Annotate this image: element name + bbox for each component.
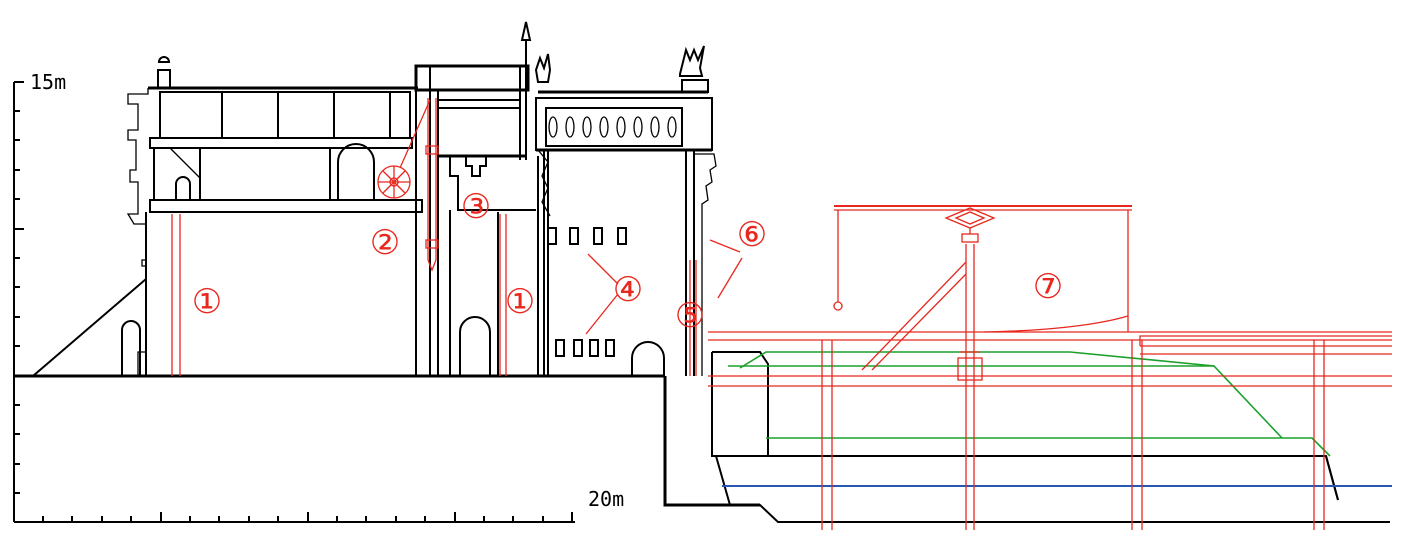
callout-label: ④ [613, 270, 643, 310]
callout-c2: ② [370, 223, 400, 263]
stage-machinery [171, 98, 1392, 530]
leader-line-4a [587, 253, 619, 285]
callout-c3: ③ [461, 187, 491, 227]
callout-label: ⑦ [1033, 267, 1063, 307]
callout-c1a: ① [192, 282, 222, 322]
balusters [548, 116, 677, 138]
right-pavilion-structure [534, 45, 717, 376]
callout-c7: ⑦ [1033, 267, 1063, 307]
winch-wheel [377, 99, 431, 199]
leader-line-4b [585, 293, 619, 335]
horizontal-scale-label: 20m [588, 487, 624, 511]
callout-c4: ④ [613, 270, 643, 310]
callout-label: ② [370, 223, 400, 263]
floating-stage-hull [711, 351, 1390, 523]
callout-label: ① [505, 282, 535, 322]
callout-c5: ⑤ [675, 296, 705, 336]
callout-c6: ⑥ [737, 215, 767, 255]
leader-line-6a [709, 239, 741, 253]
stage-platform-outline [728, 351, 1331, 457]
vertical-scale-label: 15m [30, 70, 66, 94]
vertical-scale-bar [13, 81, 24, 522]
horizontal-scale-bar [14, 512, 575, 523]
callout-label: ③ [461, 187, 491, 227]
left-hall-structure [121, 56, 423, 376]
callout-label: ⑤ [675, 296, 705, 336]
callout-c1b: ① [505, 282, 535, 322]
ground-line [14, 276, 760, 507]
callout-label: ⑥ [737, 215, 767, 255]
central-tower-structure [414, 21, 551, 376]
callout-label: ① [192, 282, 222, 322]
leader-line-6b [717, 257, 743, 299]
